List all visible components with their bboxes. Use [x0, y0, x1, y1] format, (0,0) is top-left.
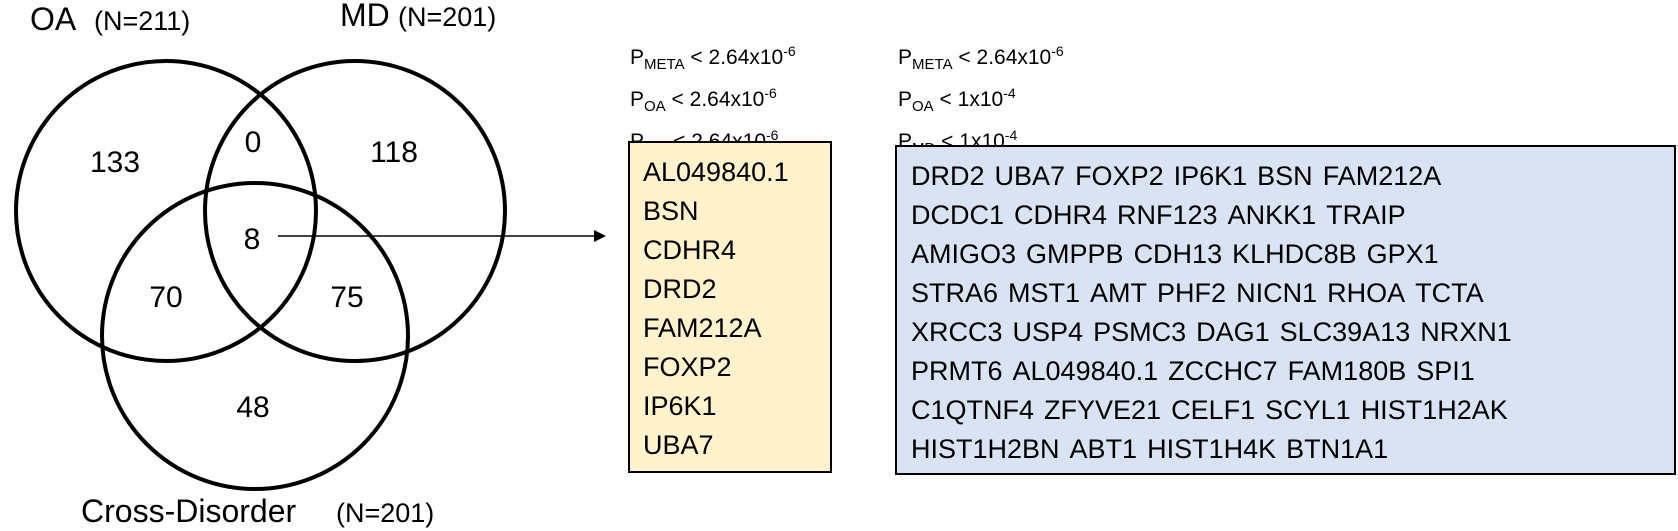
- cross-disorder-circle: [100, 181, 410, 491]
- gene-list-item: AL049840.1: [643, 157, 789, 187]
- cross-set-name: Cross-Disorder: [81, 493, 296, 529]
- gene-name: KLHDC8B: [1232, 239, 1357, 269]
- gene-name: PSMC3: [1093, 317, 1187, 347]
- md-circle: [203, 59, 507, 363]
- gene-name: GMPPB: [1026, 239, 1124, 269]
- gene-name: MST1: [1008, 278, 1081, 308]
- right-threshold-oa: POA < 1x10-4: [898, 85, 1016, 115]
- gene-name: HIST1H2AK: [1360, 395, 1508, 425]
- gene-list-item: FOXP2: [643, 352, 732, 382]
- region-oa-only: 133: [90, 146, 140, 179]
- gene-name: AL049840.1: [1012, 356, 1159, 386]
- gene-name: PHF2: [1157, 278, 1227, 308]
- gene-name: FAM212A: [1322, 161, 1442, 191]
- right-threshold-meta: PMETA < 2.64x10-6: [898, 43, 1064, 73]
- gene-name: NICN1: [1236, 278, 1318, 308]
- gene-list-item: FAM212A: [643, 313, 762, 343]
- region-cross-only: 48: [236, 391, 269, 424]
- gene-name: ANKK1: [1227, 200, 1317, 230]
- gene-row: HIST1H2BN ABT1 HIST1H4K BTN1A1: [911, 430, 1674, 469]
- gene-name: SLC39A13: [1279, 317, 1411, 347]
- left-threshold-meta: PMETA < 2.64x10-6: [630, 43, 796, 73]
- gene-name: SCYL1: [1265, 395, 1351, 425]
- gene-name: CDHR4: [1014, 200, 1108, 230]
- gene-name: STRA6: [911, 278, 999, 308]
- gene-name: DCDC1: [911, 200, 1005, 230]
- region-md-only: 118: [370, 136, 418, 169]
- md-set-n: (N=201): [398, 2, 496, 32]
- gene-name: ZCCHC7: [1168, 356, 1278, 386]
- gene-name: PRMT6: [911, 356, 1003, 386]
- cross-set-n: (N=201): [336, 498, 434, 528]
- gene-name: GPX1: [1366, 239, 1439, 269]
- gene-row: C1QTNF4 ZFYVE21 CELF1 SCYL1 HIST1H2AK: [911, 391, 1674, 430]
- gene-name: TRAIP: [1326, 200, 1406, 230]
- shared-gene-box: AL049840.1 BSN CDHR4 DRD2 FAM212A FOXP2 …: [628, 141, 832, 473]
- gene-name: CDH13: [1133, 239, 1223, 269]
- gene-name: CELF1: [1171, 395, 1256, 425]
- gene-name: AMIGO3: [911, 239, 1017, 269]
- gene-row: XRCC3 USP4 PSMC3 DAG1 SLC39A13 NRXN1: [911, 313, 1674, 352]
- gene-name: HIST1H2BN: [911, 434, 1060, 464]
- region-oa-cross: 70: [149, 281, 182, 314]
- gene-name: IP6K1: [1173, 161, 1248, 191]
- oa-circle: [14, 59, 318, 363]
- gene-list-item: CDHR4: [643, 235, 737, 265]
- gene-name: C1QTNF4: [911, 395, 1035, 425]
- gene-name: ZFYVE21: [1044, 395, 1162, 425]
- gene-name: DAG1: [1196, 317, 1270, 347]
- gene-name: FOXP2: [1075, 161, 1164, 191]
- gene-name: USP4: [1012, 317, 1084, 347]
- gene-name: FAM180B: [1287, 356, 1407, 386]
- region-md-cross: 75: [330, 281, 363, 314]
- gene-name: DRD2: [911, 161, 985, 191]
- region-oa-md: 0: [245, 126, 262, 159]
- gene-name: UBA7: [994, 161, 1066, 191]
- gene-list-item: BSN: [643, 196, 699, 226]
- gene-list-item: DRD2: [643, 274, 717, 304]
- gene-row: PRMT6 AL049840.1 ZCCHC7 FAM180B SPI1: [911, 352, 1674, 391]
- left-threshold-oa: POA < 2.64x10-6: [630, 85, 777, 115]
- oa-set-name: OA: [30, 1, 77, 37]
- md-set-name: MD: [340, 0, 390, 33]
- gene-name: BTN1A1: [1286, 434, 1389, 464]
- gene-list-item: UBA7: [643, 430, 714, 460]
- gene-name: BSN: [1257, 161, 1313, 191]
- region-all-three: 8: [244, 223, 261, 256]
- gene-name: ABT1: [1069, 434, 1138, 464]
- gene-name: XRCC3: [911, 317, 1003, 347]
- gene-row: DRD2 UBA7 FOXP2 IP6K1 BSN FAM212A: [911, 157, 1674, 196]
- gene-row: AMIGO3 GMPPB CDH13 KLHDC8B GPX1: [911, 235, 1674, 274]
- gene-name: TCTA: [1415, 278, 1484, 308]
- gene-row: DCDC1 CDHR4 RNF123 ANKK1 TRAIP: [911, 196, 1674, 235]
- gene-name: HIST1H4K: [1147, 434, 1277, 464]
- gene-row: STRA6 MST1 AMT PHF2 NICN1 RHOA TCTA: [911, 274, 1674, 313]
- gene-name: RHOA: [1327, 278, 1406, 308]
- gene-name: RNF123: [1117, 200, 1218, 230]
- gene-list-item: IP6K1: [643, 391, 717, 421]
- gene-name: NRXN1: [1420, 317, 1512, 347]
- gene-name: AMT: [1090, 278, 1148, 308]
- gene-name: SPI1: [1416, 356, 1475, 386]
- oa-set-n: (N=211): [94, 6, 190, 36]
- extended-gene-box: DRD2 UBA7 FOXP2 IP6K1 BSN FAM212A DCDC1 CDHR4 RN…: [895, 145, 1676, 475]
